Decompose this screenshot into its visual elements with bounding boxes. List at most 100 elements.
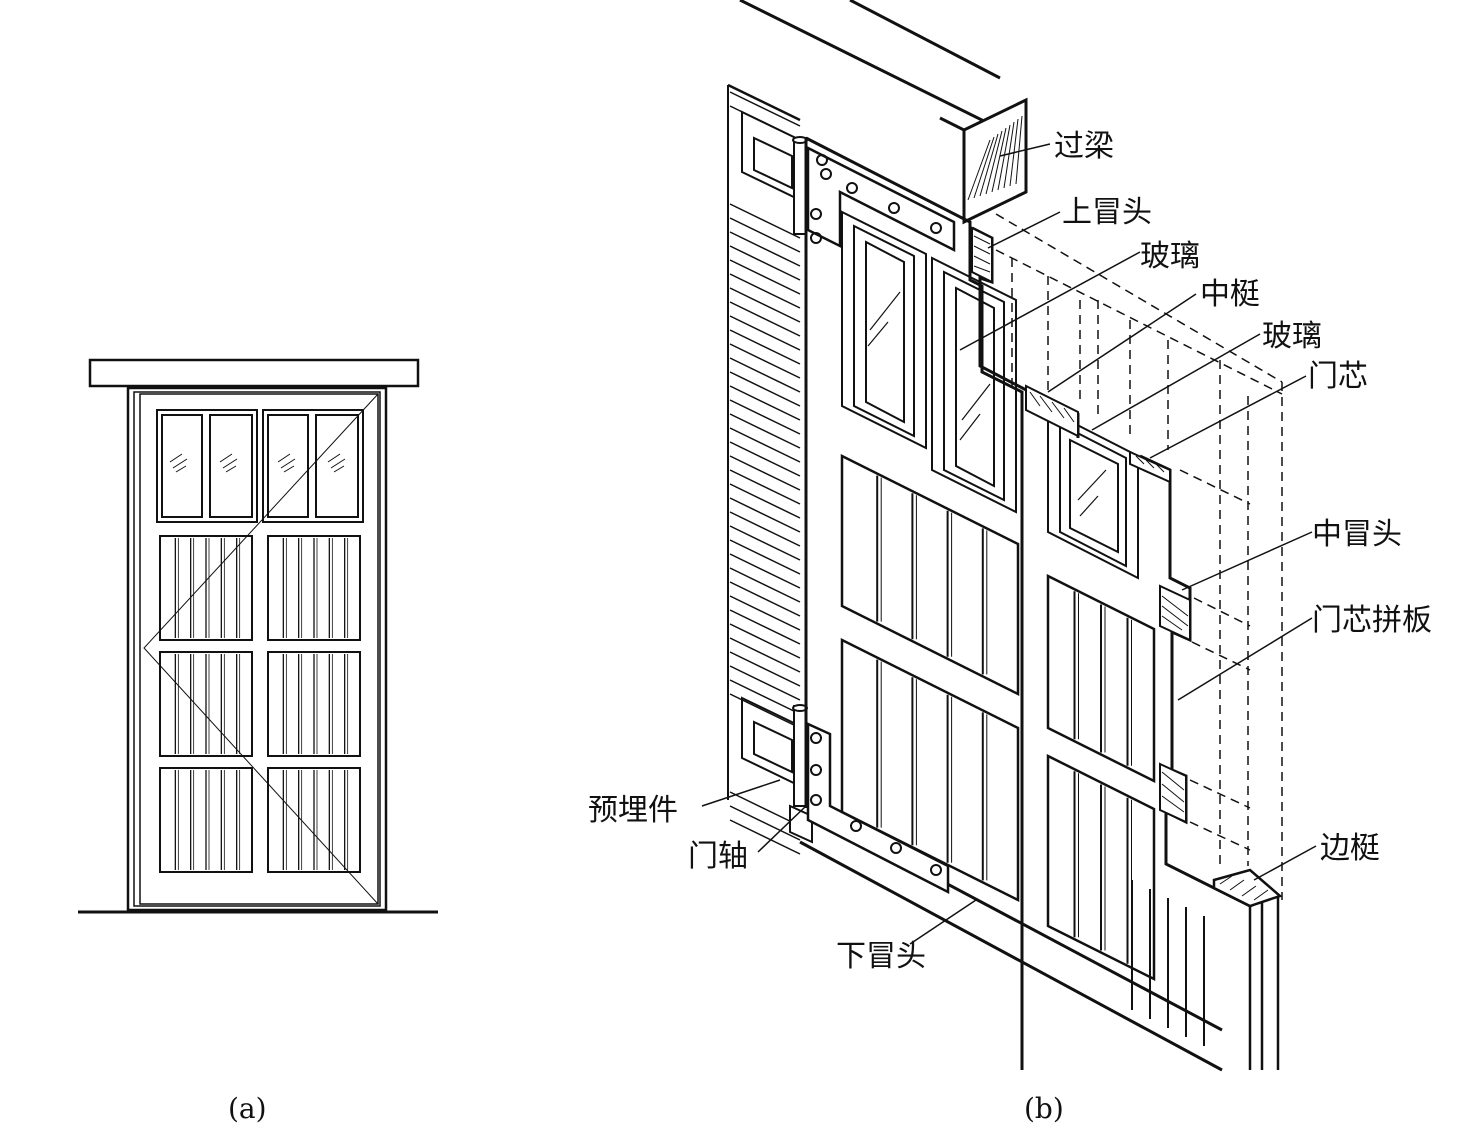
callout-labels: 过梁 上冒头 玻璃 中梃 玻璃 门芯 中冒头 门芯拼板 边梃 预埋件 门轴 下冒…	[228, 129, 1432, 1125]
label-mullion: 中梃	[1200, 277, 1260, 312]
label-lintel: 过梁	[1054, 129, 1114, 164]
siding-line	[729, 427, 801, 463]
lintel-grain	[1003, 121, 1015, 189]
leader-lines	[701, 143, 1317, 945]
caption-b: (b)	[1024, 1092, 1064, 1125]
elevation-panel-rows	[159, 535, 361, 873]
siding-line	[729, 595, 801, 631]
label-middle-rail: 中冒头	[1312, 517, 1402, 552]
siding-line	[729, 301, 801, 337]
lintel-grain	[1015, 115, 1023, 185]
door-elevation	[78, 358, 438, 914]
siding-line	[729, 497, 801, 533]
siding-line	[729, 329, 801, 365]
label-stile: 边梃	[1320, 831, 1380, 866]
elevation-panel	[267, 651, 361, 757]
door-panel-outline	[840, 453, 1020, 697]
hinge-screw	[820, 168, 832, 180]
siding-line	[729, 511, 801, 547]
hinge-screw	[846, 182, 858, 194]
panel-boards-group	[840, 453, 1205, 1046]
siding-line	[729, 609, 801, 645]
siding-line	[729, 469, 801, 505]
embedded-part-upper	[741, 110, 801, 202]
elevation-panel	[267, 767, 361, 873]
label-glass-upper: 玻璃	[1140, 239, 1200, 274]
siding-line	[729, 553, 801, 589]
lintel-grain	[979, 133, 999, 197]
lintel-block	[939, 97, 1028, 225]
siding-line	[729, 525, 801, 561]
elevation-swing-line	[143, 393, 379, 905]
siding-line	[729, 637, 801, 673]
siding-line	[729, 287, 801, 323]
elevation-panel	[159, 651, 253, 757]
section-hatch-top-rail	[971, 226, 993, 284]
hinge-screw	[810, 732, 822, 744]
elevation-panel	[267, 535, 361, 641]
elevation-frame-inner	[133, 391, 381, 907]
hinge-screw	[810, 794, 822, 806]
door-axonometric	[701, 0, 1317, 1072]
glazing-left-bay	[841, 210, 1017, 514]
siding-line	[729, 203, 801, 239]
lintel-grain	[997, 124, 1011, 191]
elevation-panel	[159, 535, 253, 641]
label-top-rail: 上冒头	[1062, 195, 1152, 230]
label-embedded-part: 预埋件	[588, 793, 678, 828]
elevation-sash	[139, 393, 379, 905]
hinge-screw	[930, 222, 942, 234]
siding-line	[729, 455, 801, 491]
hinge-screw	[810, 764, 822, 776]
siding-line	[729, 245, 801, 281]
section-hatch-stile	[1212, 868, 1283, 908]
lintel-grain	[991, 127, 1007, 193]
siding-line	[729, 273, 801, 309]
siding-line	[729, 357, 801, 393]
embedded-part-lower	[741, 696, 801, 788]
siding-line	[729, 679, 801, 715]
siding-line	[729, 441, 801, 477]
siding-line	[729, 581, 801, 617]
siding-line	[729, 791, 801, 827]
elevation-glazing-row	[156, 409, 364, 523]
label-panel-boards: 门芯拼板	[1312, 603, 1432, 638]
siding-line	[729, 413, 801, 449]
siding-line	[729, 259, 801, 295]
siding-line	[729, 539, 801, 575]
elevation-panel	[159, 767, 253, 873]
lintel-grain	[967, 139, 991, 201]
lintel-grain	[985, 130, 1003, 195]
siding-line	[729, 217, 801, 253]
section-hatch-mullion	[1025, 384, 1079, 438]
siding-line	[729, 567, 801, 603]
hinge-screw	[816, 154, 828, 166]
siding-line	[729, 385, 801, 421]
hinge-screw	[810, 232, 822, 244]
siding-line	[729, 371, 801, 407]
hinge-screw	[850, 820, 862, 832]
siding-line	[729, 819, 801, 855]
siding-line	[729, 91, 801, 127]
hinge-screw	[930, 864, 942, 876]
hinge-screw	[888, 202, 900, 214]
stile-edge	[1248, 896, 1280, 1070]
door-panel-outline	[1046, 753, 1156, 982]
siding-line	[729, 343, 801, 379]
siding-line	[729, 665, 801, 701]
lintel-grain	[973, 136, 995, 199]
door-panel-outline	[1046, 573, 1156, 784]
door-panel-outline	[840, 637, 1020, 903]
siding-line	[729, 315, 801, 351]
caption-a: (a)	[228, 1092, 267, 1125]
elevation-frame-outer	[126, 386, 388, 912]
label-door-pivot: 门轴	[688, 839, 748, 874]
section-hatch-panel	[1129, 450, 1171, 484]
siding-line	[729, 483, 801, 519]
siding-line	[729, 805, 801, 841]
elevation-lintel	[88, 358, 420, 388]
hinge-strap-top	[806, 145, 956, 253]
label-glass-lower: 玻璃	[1262, 319, 1322, 354]
siding-line	[729, 651, 801, 687]
siding-line	[729, 399, 801, 435]
